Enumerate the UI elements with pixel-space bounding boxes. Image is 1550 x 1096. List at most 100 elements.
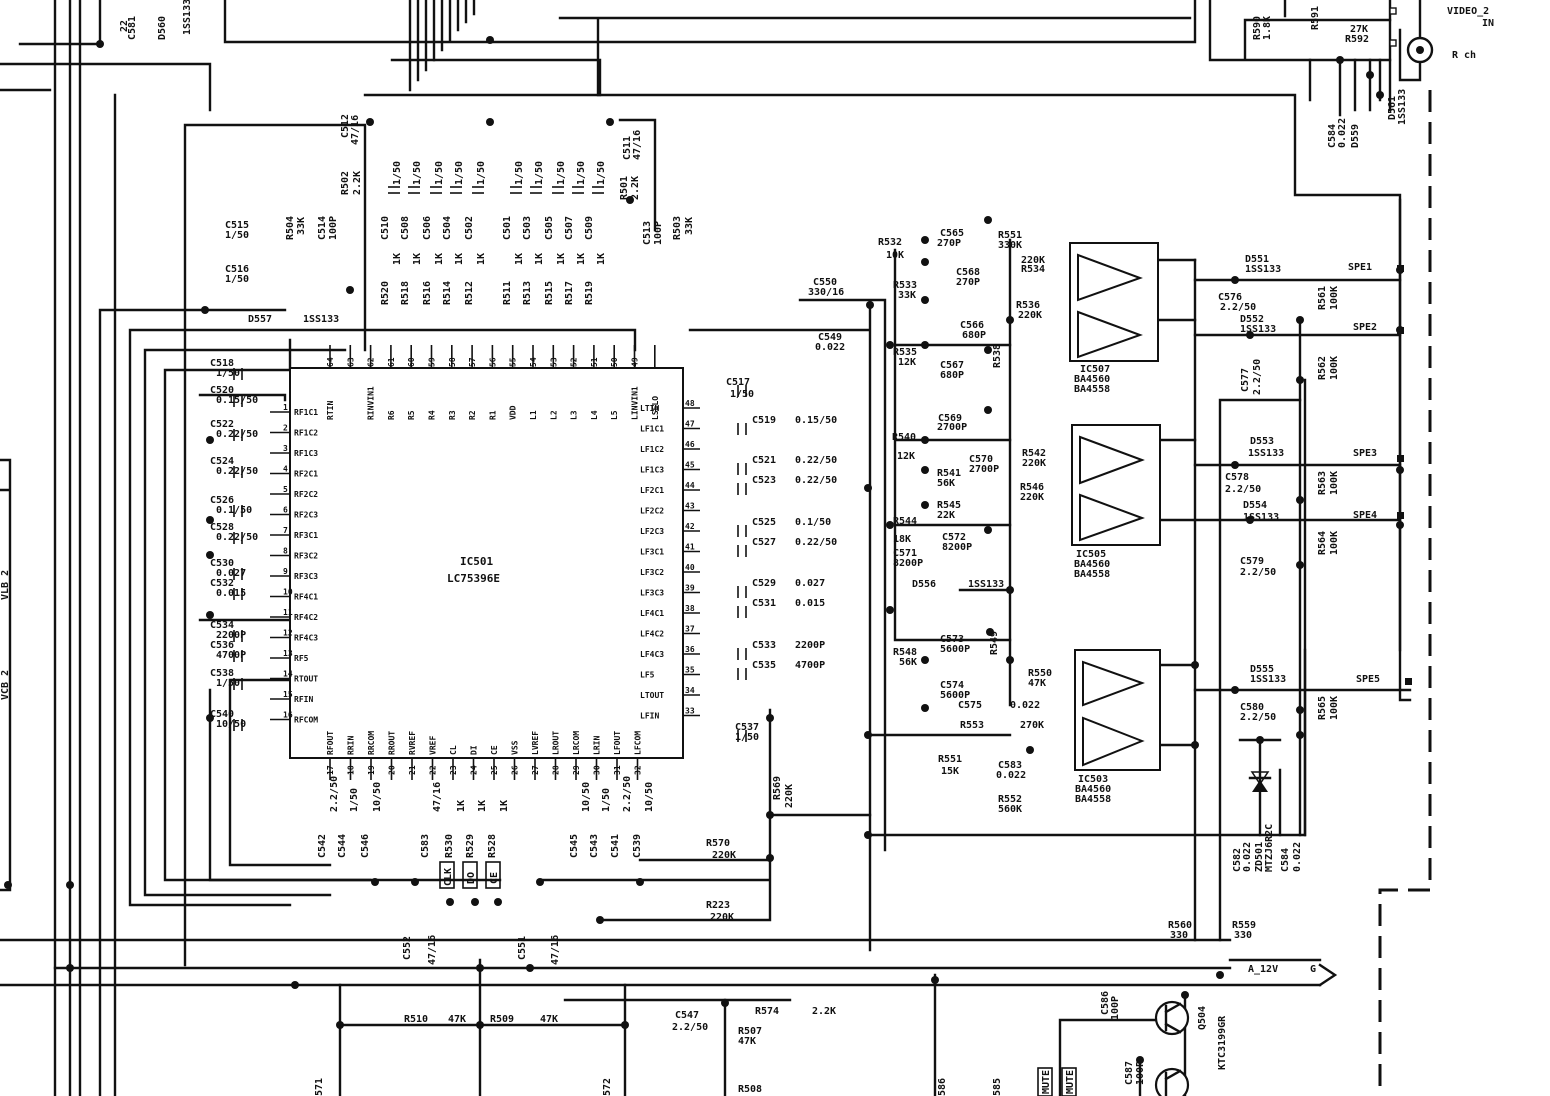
- amp-label-r552: R552: [998, 794, 1022, 805]
- top-pin-name: LINVIN1: [631, 386, 640, 420]
- misc-labels: C512 47/16 R502 2.2K R504 33K C514 100P …: [0, 0, 1494, 1096]
- amp-label-r545: R545: [937, 500, 961, 511]
- top-res-ref: R515: [544, 281, 555, 305]
- label-r501: R501: [619, 176, 630, 200]
- left-cap-value: 0.22/50: [216, 466, 258, 477]
- label-c516v: 1/50: [225, 274, 249, 285]
- right-cap-ref: C537: [735, 722, 759, 733]
- top-pin-name: R1: [488, 410, 497, 420]
- amp-component-labels: C565270PR551330KR53210KR53333KR534220KC5…: [878, 228, 1380, 872]
- amp-label-r548: R548: [893, 647, 917, 658]
- label-mute2: MUTE: [1065, 1070, 1076, 1094]
- right-pin-name: LTIN: [640, 404, 659, 413]
- left-cap-ref: C520: [210, 385, 234, 396]
- amp-label-r534v: 220K: [1021, 255, 1045, 266]
- bottom-cap-value: 1K: [456, 800, 467, 812]
- opamp-ic507-b: [1077, 310, 1143, 359]
- left-pin-number: 12: [283, 629, 293, 638]
- ic501-right-pins: 48LTIN47LF1C146LF1C245LF1C344LF2C143LF2C…: [640, 399, 700, 721]
- right-pin-number: 38: [685, 604, 695, 613]
- top-pin-name: L1: [529, 410, 538, 420]
- left-pin-name: RF2C2: [294, 490, 318, 499]
- top-res-ref: R520: [380, 281, 391, 305]
- amp-label-c574: C574: [940, 680, 964, 691]
- right-pin-number: 42: [685, 522, 695, 531]
- left-pin-number: 7: [283, 526, 288, 535]
- amp-label-c578v: 2.2/50: [1225, 484, 1261, 495]
- top-cap-value: 1/50: [434, 161, 445, 185]
- amp-label-d555: D555: [1250, 664, 1274, 675]
- top-pin-name: LSELO: [651, 396, 660, 420]
- bottom-pin-name: LVREF: [531, 731, 540, 755]
- left-filter-capacitors: C5200.15/50C5220.22/50C5240.22/50C5260.1…: [210, 358, 258, 731]
- left-cap-ref: C540: [210, 709, 234, 720]
- bottom-cap-ref: C539: [632, 834, 643, 858]
- label-ktc: KTC3199GR: [1217, 1015, 1228, 1070]
- left-pin-number: 8: [283, 547, 288, 556]
- top-pin-name: L3: [570, 410, 579, 420]
- bottom-pin-name: LFCOM: [634, 731, 643, 755]
- left-cap-ref: C522: [210, 419, 234, 430]
- bottom-capacitors: C5422.2/50C5441/50C54610/50C58347/16R530…: [317, 776, 655, 858]
- top-pin-name: R3: [448, 410, 457, 420]
- top-pin-name: VDD: [509, 405, 518, 420]
- label-ic503: IC503: [1078, 774, 1108, 785]
- left-pin-name: RF1C1: [294, 408, 318, 417]
- label-video2: VIDEO_2: [1447, 6, 1489, 17]
- top-pin-name: L2: [549, 410, 558, 420]
- bottom-pin-name: RVREF: [408, 731, 417, 755]
- amp-label-c573: C573: [940, 634, 964, 645]
- top-res-ref: R512: [464, 281, 475, 305]
- label-r510v: 47K: [448, 1014, 466, 1025]
- bottom-cap-ref: C541: [610, 834, 621, 858]
- amp-label-c566v: 680P: [962, 330, 986, 341]
- top-pin-number: 64: [326, 357, 335, 367]
- label-c512: C512: [340, 114, 351, 138]
- left-pin-number: 11: [283, 608, 293, 617]
- amp-label-c582: C582: [1232, 848, 1243, 872]
- top-cap-ref: C510: [380, 216, 391, 240]
- label-d557: D557: [248, 314, 272, 325]
- amp-label-c567v: 680P: [940, 370, 964, 381]
- amp-label-r551v: 330K: [998, 240, 1022, 251]
- ic501-bottom-pins: 17RFOUT18RRIN19RRCOM20RROUT21RVREF22VREF…: [326, 731, 643, 780]
- label-r504v: 33K: [296, 217, 307, 235]
- bottom-pin-number: 22: [429, 765, 438, 775]
- left-pin-name: RF4C2: [294, 613, 318, 622]
- top-pin-number: 49: [631, 357, 640, 367]
- top-res-value: 1K: [596, 253, 607, 265]
- right-pin-name: LF2C3: [640, 527, 664, 536]
- top-pin-name: RINVIN1: [367, 386, 376, 420]
- bottom-pin-number: 26: [511, 765, 520, 775]
- left-pin-number: 5: [283, 485, 288, 494]
- top-cap-value: 1/50: [576, 161, 587, 185]
- bottom-pin-name: LFOUT: [613, 731, 622, 755]
- top-res-value: 1K: [556, 253, 567, 265]
- left-cap-value: 0.15/50: [216, 395, 258, 406]
- bottom-cap-ref: C583: [420, 834, 431, 858]
- left-cap-value: 1/50: [216, 678, 240, 689]
- label-c514: C514: [317, 216, 328, 240]
- label-c584v-top: 0.022: [1337, 118, 1348, 148]
- amp-label-c565: C565: [940, 228, 964, 239]
- left-pin-number: 1: [283, 403, 288, 412]
- label-r223: R223: [706, 900, 730, 911]
- top-cap-value: 1/50: [454, 161, 465, 185]
- right-pin-name: LF3C2: [640, 568, 664, 577]
- bottom-cap-value: 1/50: [601, 788, 612, 812]
- right-cap-value: 0.22/50: [795, 475, 837, 486]
- amp-label-c580: C580: [1240, 702, 1264, 713]
- left-pin-number: 15: [283, 690, 293, 699]
- label-r510: R510: [404, 1014, 428, 1025]
- amp-label-c571: C571: [893, 548, 917, 559]
- right-cap-ref: C517: [726, 377, 750, 388]
- right-pin-name: LF4C1: [640, 609, 664, 618]
- label-vlb2: VLB_2: [0, 570, 11, 600]
- bottom-pin-name: DI: [470, 745, 479, 755]
- top-res-ref: R513: [522, 281, 533, 305]
- label-r590v: 1.8K: [1262, 16, 1273, 40]
- amp-label-r532: R532: [878, 237, 902, 248]
- amp-label-r549: R549: [989, 631, 1000, 655]
